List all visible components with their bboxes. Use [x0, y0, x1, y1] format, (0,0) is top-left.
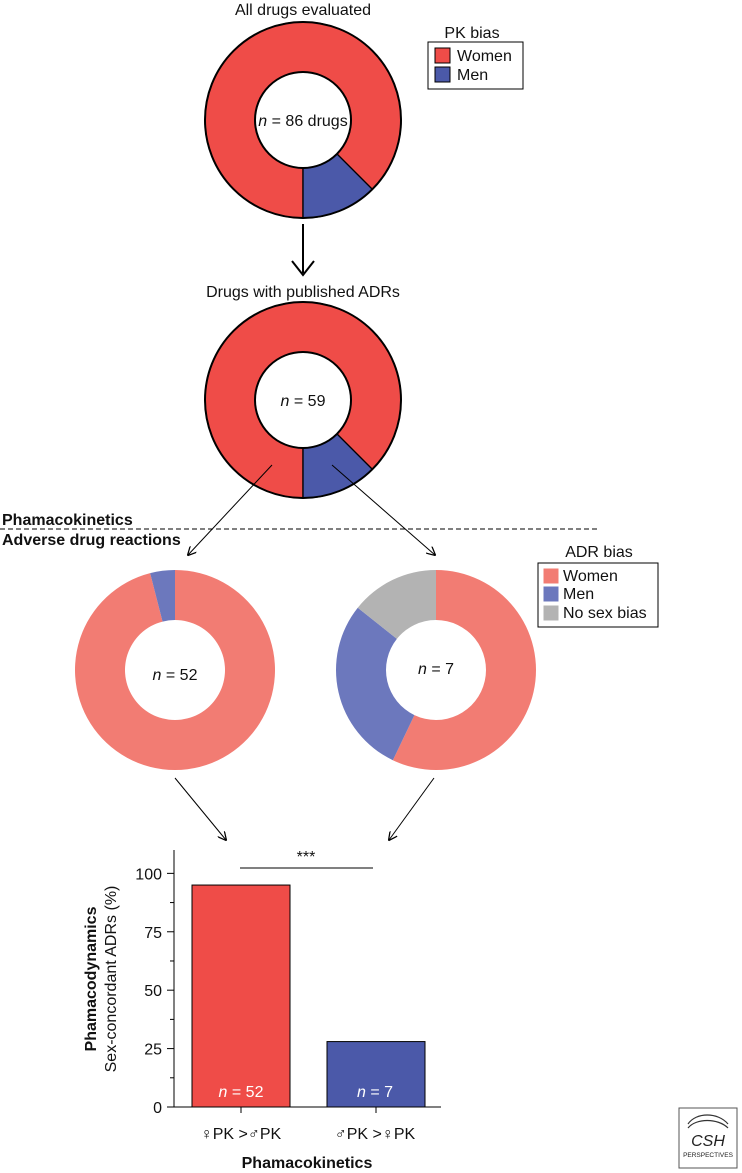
logo-text-perspectives: PERSPECTIVES	[683, 1152, 734, 1159]
y-tick-label-0: 0	[153, 1100, 162, 1117]
donut-1-n-label: n = 86 drugs	[258, 113, 347, 130]
bar-label-women-value: = 52	[232, 1084, 264, 1101]
bar-chart-sex-concordant-adrs: Phamacodynamics Sex-concordant ADRs (%) …	[83, 849, 441, 1172]
donut1-outer-ring	[204, 21, 402, 219]
adr-legend-title: ADR bias	[565, 544, 633, 561]
donut-chart-men-pk-adr	[335, 570, 536, 770]
pk-legend-box	[427, 41, 524, 90]
adr-legend-label-women: Women	[563, 568, 618, 585]
donut2-outer-ring	[204, 301, 402, 499]
pk-legend-swatch-men	[434, 66, 451, 83]
bar-ylabel: Sex-concordant ADRs (%)	[103, 886, 120, 1073]
logo-frame	[678, 1107, 738, 1169]
bar-label-men-value: = 7	[370, 1084, 393, 1101]
logo-text-csh: CSH	[691, 1133, 725, 1150]
donut3-slice-men	[150, 570, 175, 622]
csh-perspectives-logo: CSH PERSPECTIVES	[678, 1107, 738, 1169]
donut-3-n-symbol: n	[153, 667, 162, 684]
donut-3-n-label: n = 52	[153, 667, 198, 684]
bar-ylabel-bold: Phamacodynamics	[83, 906, 100, 1051]
pk-legend-swatch-women	[434, 47, 451, 64]
branch-arrow-women	[188, 464, 273, 555]
y-tick-label-75: 75	[144, 925, 162, 942]
section-label-pharmacokinetics: Phamacokinetics	[2, 512, 133, 529]
bar-label-women-n: n	[219, 1084, 228, 1101]
donut-4-n-symbol: n	[418, 661, 427, 678]
pk-legend-label-men: Men	[457, 67, 488, 84]
donut4-slice-men	[335, 607, 415, 761]
adr-legend-swatch-women	[543, 568, 559, 584]
bar-label-men: n = 7	[357, 1084, 393, 1101]
pk-legend-label-women: Women	[457, 48, 512, 65]
donut-2-n-label: n = 59	[281, 393, 326, 410]
down-arrow	[291, 224, 315, 277]
donut1-inner-ring	[254, 71, 352, 169]
donut-chart-published-adrs	[204, 301, 402, 499]
bar-label-women: n = 52	[219, 1084, 264, 1101]
donut4-slice-women	[392, 570, 536, 770]
donut-4-n-value: = 7	[431, 661, 454, 678]
donut-2-n-symbol: n	[281, 393, 290, 410]
donut4-slice-no-sex-bias	[357, 570, 436, 639]
bar-marks	[191, 884, 426, 1113]
donut-2-n-value: = 59	[294, 393, 326, 410]
adr-legend-label-none: No sex bias	[563, 605, 647, 622]
adr-bias-legend: ADR bias Women Men No sex bias	[537, 544, 659, 628]
section-label-adverse-reactions: Adverse drug reactions	[2, 532, 181, 549]
donut-chart-women-pk-adr	[75, 570, 276, 771]
significance-label: ***	[297, 849, 316, 866]
donut-1-title: All drugs evaluated	[235, 2, 371, 19]
arrow-to-bar-men	[389, 777, 435, 840]
donut2-inner-ring	[254, 351, 352, 449]
donut-1-n-value: = 86 drugs	[272, 113, 348, 130]
donut-1-n-symbol: n	[258, 113, 267, 130]
bar-xlabel: Phamacokinetics	[242, 1155, 373, 1172]
donut-chart-all-drugs	[204, 21, 402, 219]
arrow-to-bar-women	[174, 777, 226, 840]
y-tick-label-50: 50	[144, 983, 162, 1000]
pk-bias-legend: PK bias Women Men	[427, 25, 524, 90]
adr-legend-swatch-men	[543, 586, 559, 602]
donut3-slice-women	[75, 570, 276, 771]
branch-arrow-men	[331, 464, 435, 555]
adr-legend-swatch-none	[543, 605, 559, 621]
pk-legend-title: PK bias	[444, 25, 499, 42]
bar-men-pk	[326, 1041, 426, 1108]
bar-y-axis: 0 25 50 75 100	[135, 866, 174, 1117]
bar-category-label-men: ♂PK >♀PK	[335, 1126, 416, 1143]
y-tick-label-25: 25	[144, 1042, 162, 1059]
donut-3-n-value: = 52	[166, 667, 198, 684]
bar-women-pk	[191, 884, 291, 1108]
bar-category-label-women: ♀PK >♂PK	[201, 1126, 282, 1143]
donut-4-n-label: n = 7	[418, 661, 454, 678]
donut-2-title: Drugs with published ADRs	[206, 284, 400, 301]
adr-legend-box	[537, 562, 659, 628]
y-tick-label-100: 100	[135, 866, 162, 883]
adr-legend-label-men: Men	[563, 586, 594, 603]
bar-label-men-n: n	[357, 1084, 366, 1101]
logo-helix-icon	[687, 1114, 729, 1129]
